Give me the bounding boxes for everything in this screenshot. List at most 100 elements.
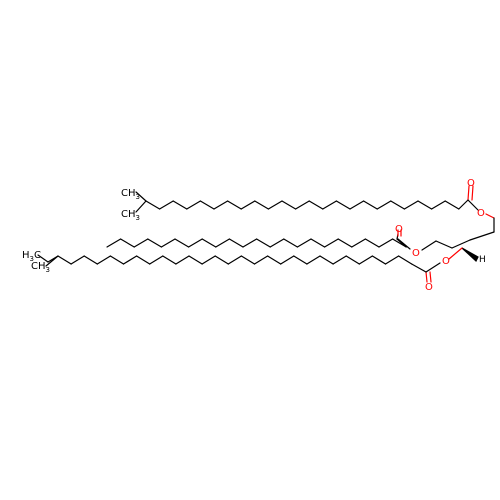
chain-bond: [324, 238, 339, 248]
chain-bond: [136, 255, 151, 265]
chain-bond: [458, 199, 469, 210]
chain-bond: [186, 200, 201, 210]
ester-bond: [425, 262, 441, 273]
chain-bond: [256, 238, 271, 248]
chain-bond: [175, 255, 190, 265]
bonds: [37, 185, 495, 283]
chain-bond: [240, 255, 256, 265]
atom-label-oxygen: O: [477, 208, 485, 219]
chain-bond: [160, 238, 176, 248]
chain-bond: [254, 200, 269, 210]
chain-bond: [201, 255, 216, 265]
chain-bond: [411, 263, 427, 273]
chain-bond: [159, 200, 174, 210]
atom-label-hydrogen: H: [479, 255, 486, 265]
chain-bond: [281, 200, 297, 210]
chain-bond: [214, 255, 229, 265]
chain-bond: [417, 200, 433, 210]
branch-bond: [135, 191, 147, 202]
chain-bond: [431, 200, 446, 210]
chain-bond: [280, 255, 295, 265]
branch-bond: [37, 254, 49, 263]
chain-bond: [376, 200, 392, 210]
chain-bond: [306, 255, 321, 265]
chain-bond: [364, 238, 380, 248]
ester-bond: [467, 199, 479, 211]
chain-bond: [398, 255, 413, 265]
atom-label-ch3: CH3: [121, 188, 140, 201]
chain-bond: [57, 255, 72, 265]
carbonyl-bond: [425, 271, 428, 283]
chain-bond: [295, 200, 310, 210]
chain-bond: [296, 238, 312, 248]
chain-bond: [133, 238, 149, 248]
branch-bond: [45, 255, 59, 267]
chain-bond: [215, 238, 230, 248]
chain-bond: [293, 255, 308, 265]
chain-bond: [269, 238, 285, 248]
atom-label-h3c: H3C: [22, 250, 41, 263]
chain-bond: [371, 255, 387, 265]
chain-bond: [358, 255, 373, 265]
chain-bond: [267, 255, 282, 265]
chain-bond: [349, 200, 365, 210]
glycerol-bond: [421, 240, 437, 251]
chain-bond: [332, 255, 347, 265]
atom-label-oxygen: O: [395, 224, 403, 235]
chain-bond: [319, 255, 334, 265]
carbonyl-bond: [429, 271, 432, 283]
branch-bond: [135, 200, 147, 213]
ester-bond: [397, 238, 411, 250]
atom-label-ch3: CH3: [121, 209, 140, 222]
chain-bond: [147, 238, 162, 248]
chain-bond: [70, 255, 85, 265]
chain-bond: [122, 255, 138, 265]
chain-bond: [96, 255, 112, 265]
chain-bond: [109, 255, 125, 265]
chain-bond: [384, 255, 400, 265]
chain-bond: [188, 238, 203, 248]
ester-bond: [485, 213, 495, 219]
chain-bond: [403, 200, 419, 210]
chain-bond: [119, 238, 135, 248]
chain-bond: [396, 238, 407, 248]
chain-bond: [199, 200, 215, 210]
ester-bond: [448, 247, 463, 260]
chain-bond: [337, 238, 353, 248]
chain-bond: [322, 200, 337, 210]
chain-bond: [345, 255, 360, 265]
stereo-wedge: [461, 247, 479, 262]
chain-bond: [308, 200, 324, 210]
chain-bond: [363, 200, 378, 210]
chain-bond: [335, 200, 351, 210]
atom-label-oxygen: O: [412, 248, 420, 259]
chain-bond: [162, 255, 177, 265]
chain-bond: [283, 238, 298, 248]
chain-bond: [390, 200, 405, 210]
chain-bond: [242, 238, 258, 248]
chain-bond: [213, 200, 229, 210]
chain-bond: [267, 200, 283, 210]
chain-bond: [310, 238, 326, 248]
chain-bond: [253, 255, 269, 265]
carbonyl-bond: [467, 185, 470, 201]
atom-label-ch3: CH3: [31, 261, 50, 274]
glycerol-bond: [451, 239, 471, 249]
chain-bond: [188, 255, 203, 265]
atom-label-oxygen: O: [467, 178, 475, 189]
chain-bond: [444, 200, 460, 210]
atom-label-oxygen: O: [425, 282, 433, 293]
glycerol-bond: [469, 231, 495, 241]
chain-bond: [83, 255, 98, 265]
chain-bond: [227, 255, 242, 265]
chain-bond: [145, 200, 161, 210]
chain-bond: [227, 200, 242, 210]
glycerol-bond: [435, 240, 453, 249]
chain-bond: [149, 255, 164, 265]
chain-bond: [351, 238, 366, 248]
chain-bond: [174, 238, 190, 248]
chain-bond: [106, 238, 122, 248]
chain-bond: [378, 238, 394, 248]
carbonyl-bond: [471, 185, 474, 201]
